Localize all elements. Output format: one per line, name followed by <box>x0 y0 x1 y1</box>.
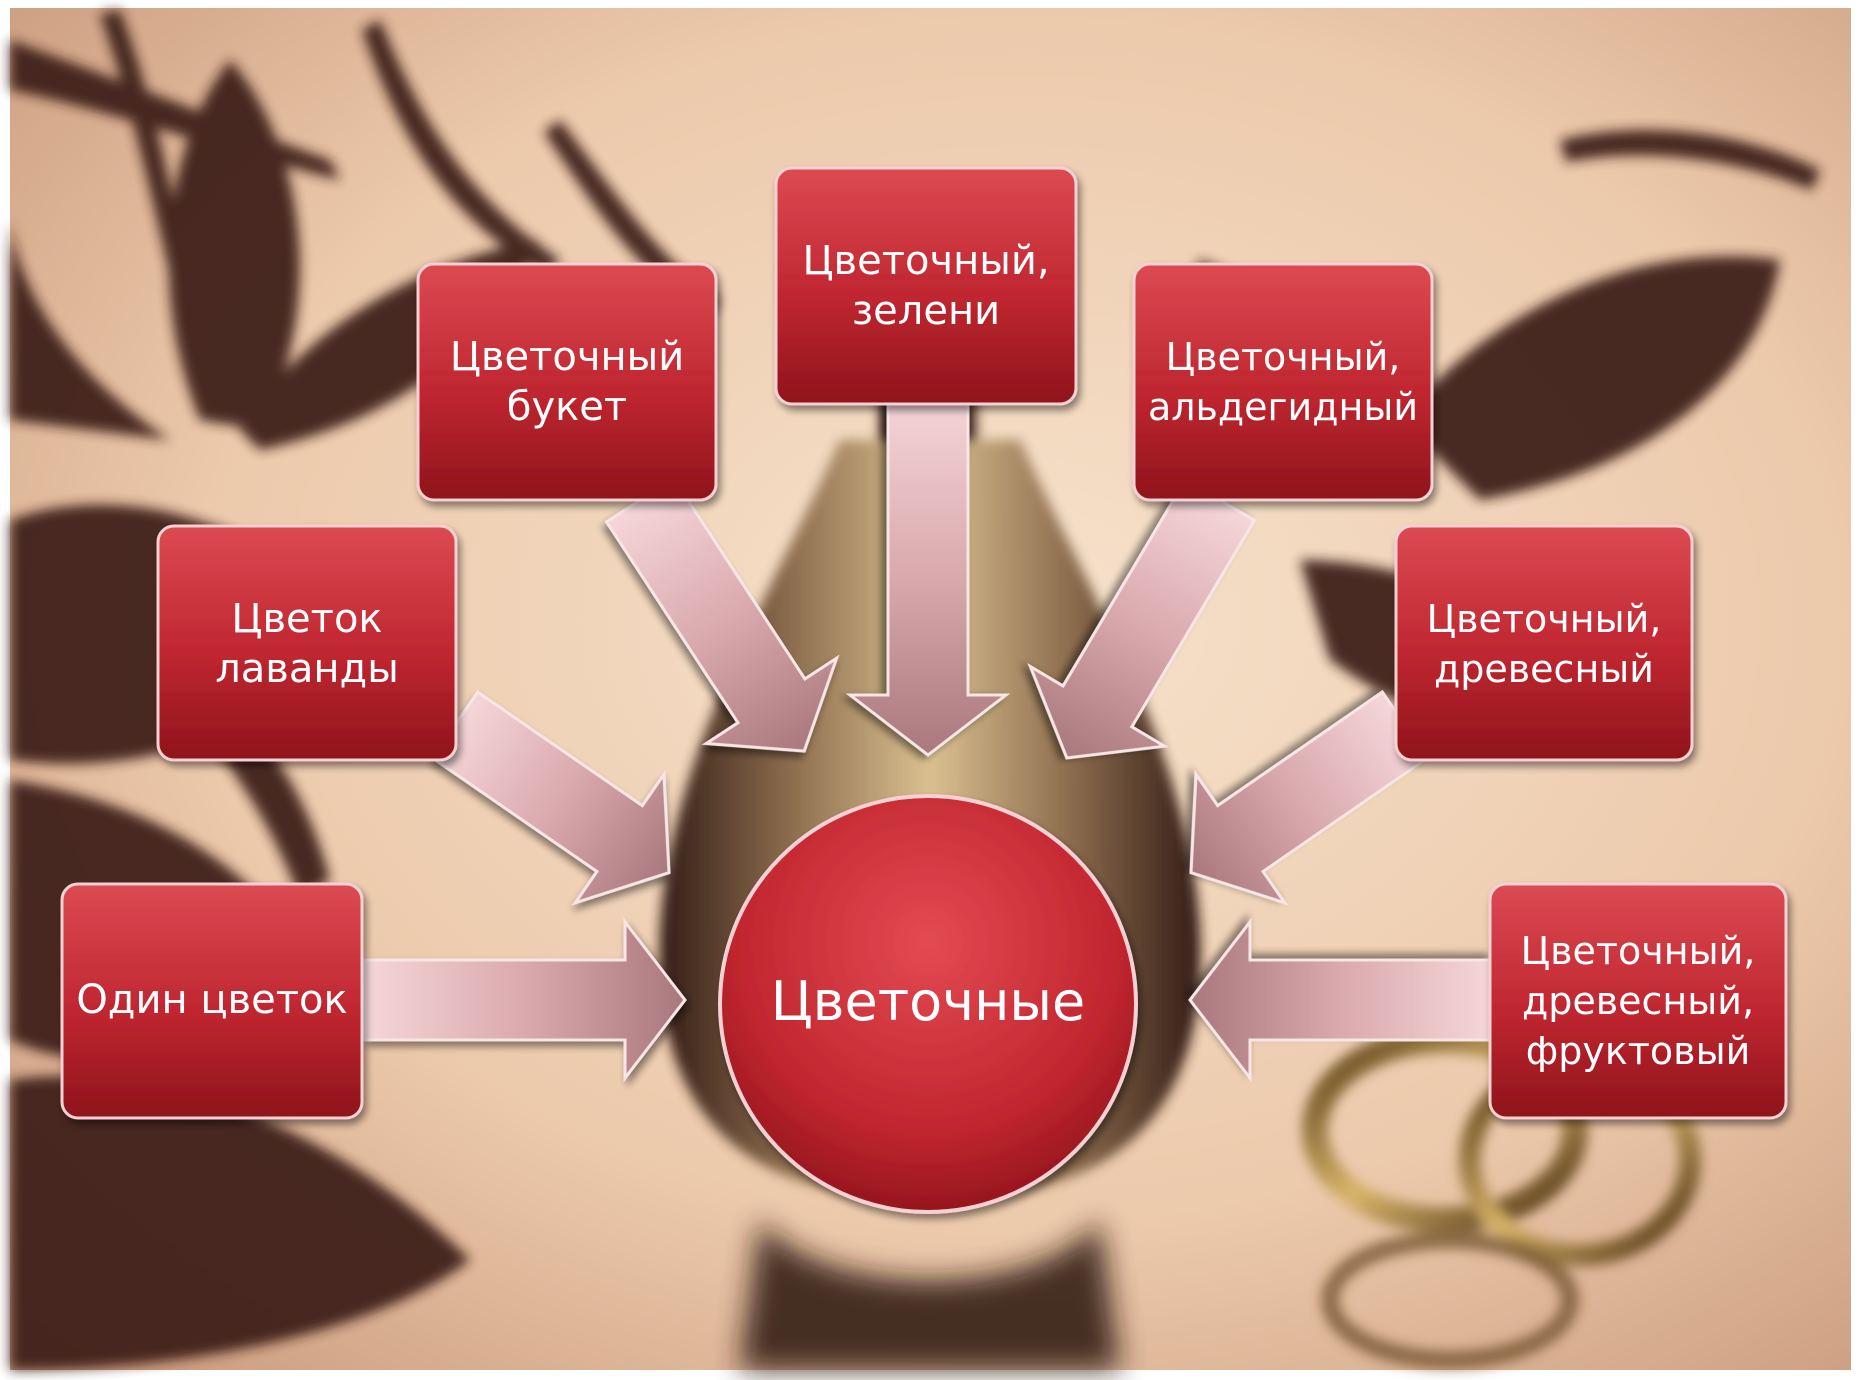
arrow-cvetochnyj-drevesnyj-fruktovyj <box>1188 917 1492 1083</box>
box-odin-cvetok: Один цветок <box>60 882 364 1120</box>
box-cvetochnyj-drevesnyj: Цветочный, древесный <box>1394 524 1694 762</box>
arrow-cvetochnyj-zeleni <box>845 393 1011 757</box>
arrow-cvetok-lavandy <box>430 689 671 906</box>
label-cvetochnyj-drevesnyj-fruktovyj-line3: фруктовый <box>1526 1029 1751 1073</box>
arrow-odin-cvetok <box>363 917 687 1083</box>
label-cvetochnyj-drevesnyj-fruktovyj-line1: Цветочный, <box>1521 929 1756 973</box>
label-cvetochnyj-aldegidnyj-line1: Цветочный, <box>1166 335 1401 379</box>
box-cvetochnyj-aldegidnyj: Цветочный, альдегидный <box>1132 262 1434 502</box>
label-odin-cvetok: Один цветок <box>76 977 347 1023</box>
center-label: Цветочные <box>771 970 1086 1033</box>
label-cvetochnyj-aldegidnyj-line2: альдегидный <box>1148 385 1418 429</box>
label-cvetochnyj-buket-line1: Цветочный <box>450 334 684 380</box>
label-cvetochnyj-drevesnyj-line1: Цветочный, <box>1427 597 1662 641</box>
box-cvetok-lavandy: Цветок лаванды <box>156 524 458 762</box>
label-cvetochnyj-drevesnyj-line2: древесный <box>1434 647 1654 691</box>
arrow-cvetochnyj-buket <box>604 476 840 753</box>
arrow-cvetochnyj-aldegidnyj <box>1027 477 1257 760</box>
center-circle: Цветочные <box>718 794 1138 1214</box>
box-cvetochnyj-buket: Цветочный букет <box>416 262 718 502</box>
box-cvetochnyj-drevesnyj-fruktovyj: Цветочный, древесный, фруктовый <box>1488 882 1788 1120</box>
label-cvetok-lavandy-line1: Цветок <box>231 596 382 642</box>
box-cvetochnyj-zeleni: Цветочный, зелени <box>774 166 1078 406</box>
label-cvetochnyj-zeleni-line2: зелени <box>852 288 1000 334</box>
label-cvetochnyj-zeleni-line1: Цветочный, <box>802 238 1049 284</box>
label-cvetochnyj-buket-line2: букет <box>507 384 627 430</box>
label-cvetok-lavandy-line2: лаванды <box>215 646 399 692</box>
arrow-cvetochnyj-drevesnyj <box>1189 689 1430 906</box>
label-cvetochnyj-drevesnyj-fruktovyj-line2: древесный, <box>1522 979 1754 1023</box>
